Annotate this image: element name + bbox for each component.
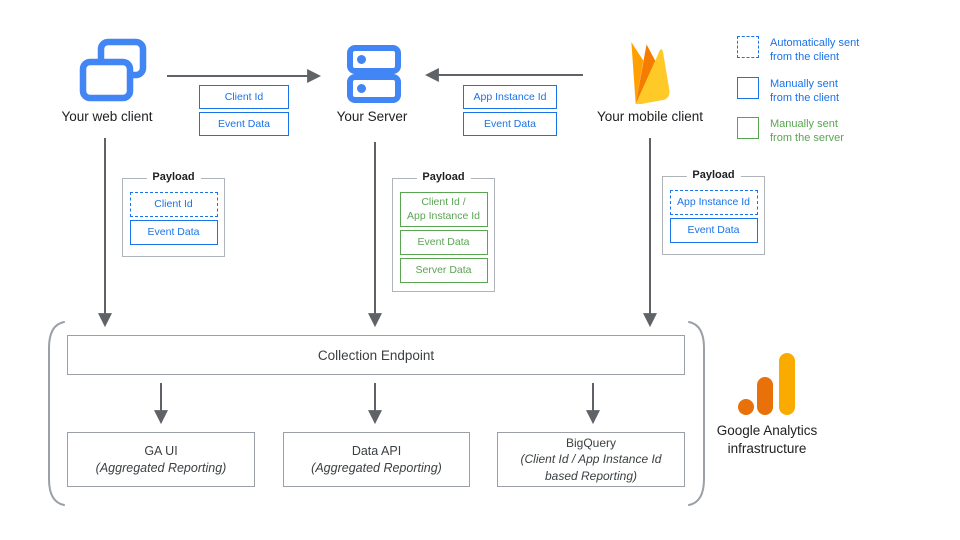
- solid-green-box-icon: [737, 117, 759, 139]
- legend-text: Manually sent from the client: [770, 78, 840, 105]
- payload-item-event-data: Event Data: [399, 230, 488, 255]
- bigquery-title: BigQuery: [565, 436, 617, 451]
- flow-chip-client-id: Client Id: [199, 85, 289, 109]
- mobile-payload-group: Payload App Instance Id Event Data: [662, 169, 765, 255]
- bigquery-subtitle: (Client Id / App Instance Id based Repor…: [520, 452, 662, 483]
- payload-item-server-data: Server Data: [399, 258, 488, 283]
- flow-chip-app-instance-id: App Instance Id: [463, 85, 557, 109]
- ga-ui-box: GA UI (Aggregated Reporting): [67, 432, 255, 487]
- collection-endpoint-box: Collection Endpoint: [67, 335, 685, 375]
- server-payload-group: Payload Client Id / App Instance Id Even…: [392, 171, 495, 292]
- legend-item-auto-client: Automatically sent from the client: [737, 36, 859, 65]
- ga-ui-title: GA UI: [144, 443, 178, 458]
- data-api-title: Data API: [351, 443, 402, 458]
- payload-title: Payload: [686, 169, 741, 181]
- web-client-icon: [79, 38, 147, 102]
- data-api-box: Data API (Aggregated Reporting): [283, 432, 470, 487]
- payload-title: Payload: [146, 171, 201, 183]
- flow-chip-event-data: Event Data: [199, 112, 289, 136]
- legend-item-manual-client: Manually sent from the client: [737, 77, 839, 106]
- server-label: Your Server: [336, 109, 408, 124]
- dashed-blue-box-icon: [737, 36, 759, 58]
- firebase-icon: [631, 42, 670, 104]
- payload-item-client-id: Client Id: [129, 192, 218, 217]
- server-icon: [347, 45, 401, 103]
- mobile-client-label: Your mobile client: [596, 109, 704, 124]
- legend-text: Manually sent from the server: [770, 118, 844, 145]
- google-analytics-logo-icon: [738, 353, 795, 415]
- payload-item-client-or-app-id: Client Id / App Instance Id: [399, 192, 488, 227]
- legend-item-manual-server: Manually sent from the server: [737, 117, 844, 146]
- legend-text: Automatically sent from the client: [770, 37, 860, 64]
- payload-title: Payload: [416, 171, 471, 183]
- flow-chip-event-data-2: Event Data: [463, 112, 557, 136]
- bigquery-box: BigQuery (Client Id / App Instance Id ba…: [497, 432, 685, 487]
- web-client-label: Your web client: [61, 109, 153, 124]
- payload-item-event-data: Event Data: [669, 218, 758, 243]
- left-bracket: [48, 321, 65, 506]
- data-api-subtitle: (Aggregated Reporting): [311, 460, 442, 475]
- ga-ui-subtitle: (Aggregated Reporting): [95, 460, 227, 475]
- right-bracket: [688, 321, 705, 506]
- payload-item-event-data: Event Data: [129, 220, 218, 245]
- web-payload-group: Payload Client Id Event Data: [122, 171, 225, 257]
- payload-item-app-instance-id: App Instance Id: [669, 190, 758, 215]
- solid-blue-box-icon: [737, 77, 759, 99]
- ga-infrastructure-caption: Google Analytics infrastructure: [716, 423, 818, 456]
